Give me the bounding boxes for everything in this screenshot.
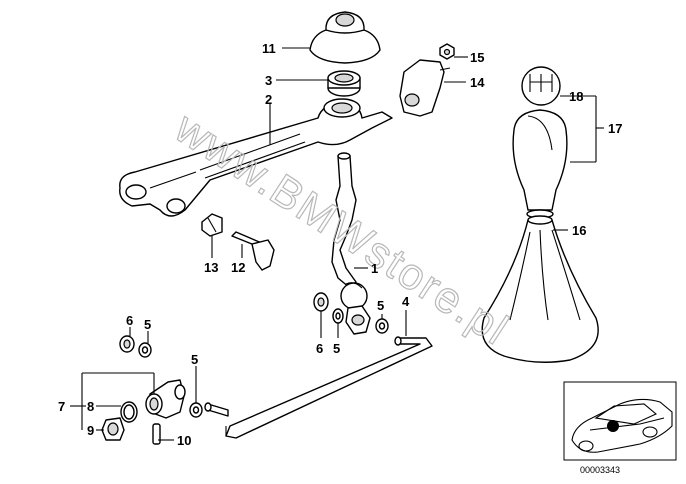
part-12-pin bbox=[231, 231, 275, 271]
label-15: 15 bbox=[470, 50, 484, 65]
part-14-bracket bbox=[399, 59, 451, 117]
label-5-left: 5 bbox=[144, 317, 151, 332]
part-18-shift-pattern-emblem bbox=[521, 66, 561, 106]
label-7: 7 bbox=[58, 399, 65, 414]
label-9: 9 bbox=[87, 423, 94, 438]
part-4-selector-rod bbox=[204, 336, 433, 439]
part-11-boot-seal bbox=[309, 11, 381, 64]
part-8-ring bbox=[120, 401, 138, 423]
part-17-gear-knob bbox=[512, 109, 568, 219]
part-16-gear-boot bbox=[481, 215, 599, 363]
car-locator-inset bbox=[563, 381, 677, 461]
part-1-shift-lever bbox=[331, 152, 371, 335]
label-5-middle: 5 bbox=[333, 341, 340, 356]
location-marker bbox=[607, 420, 619, 432]
diagram-code: 00003343 bbox=[580, 465, 620, 475]
part-6-bushing-left bbox=[119, 335, 135, 353]
callout-numbers: 11 3 2 15 14 18 17 16 1 13 12 6 5 5 4 6 … bbox=[58, 41, 622, 448]
label-17: 17 bbox=[608, 121, 622, 136]
part-9-bush bbox=[101, 417, 125, 441]
part-5-washer-middle bbox=[332, 308, 344, 324]
label-11: 11 bbox=[262, 41, 276, 56]
label-16: 16 bbox=[572, 223, 586, 238]
label-6-left: 6 bbox=[126, 313, 133, 328]
part-2-shift-arm bbox=[119, 98, 393, 217]
part-15-nut bbox=[439, 43, 455, 60]
label-8: 8 bbox=[87, 399, 94, 414]
part-6-bushing-right bbox=[313, 292, 329, 312]
part-5-washer-right bbox=[375, 318, 389, 334]
label-13: 13 bbox=[204, 260, 218, 275]
label-6-right: 6 bbox=[316, 341, 323, 356]
label-10: 10 bbox=[177, 433, 191, 448]
leader-lines bbox=[70, 47, 604, 441]
label-2: 2 bbox=[265, 92, 272, 107]
label-3: 3 bbox=[265, 73, 272, 88]
part-13-clip bbox=[201, 213, 223, 237]
part-3-bushing bbox=[327, 70, 361, 97]
label-18: 18 bbox=[569, 89, 583, 104]
part-10-pin bbox=[152, 423, 161, 445]
label-5-right: 5 bbox=[377, 298, 384, 313]
part-8-joint bbox=[145, 379, 186, 419]
label-5-lower: 5 bbox=[191, 352, 198, 367]
label-1: 1 bbox=[371, 261, 378, 276]
label-4: 4 bbox=[402, 294, 410, 309]
label-12: 12 bbox=[231, 260, 245, 275]
part-5-washer-left bbox=[138, 342, 152, 358]
part-5-washer-lower bbox=[189, 402, 203, 418]
label-14: 14 bbox=[470, 75, 485, 90]
